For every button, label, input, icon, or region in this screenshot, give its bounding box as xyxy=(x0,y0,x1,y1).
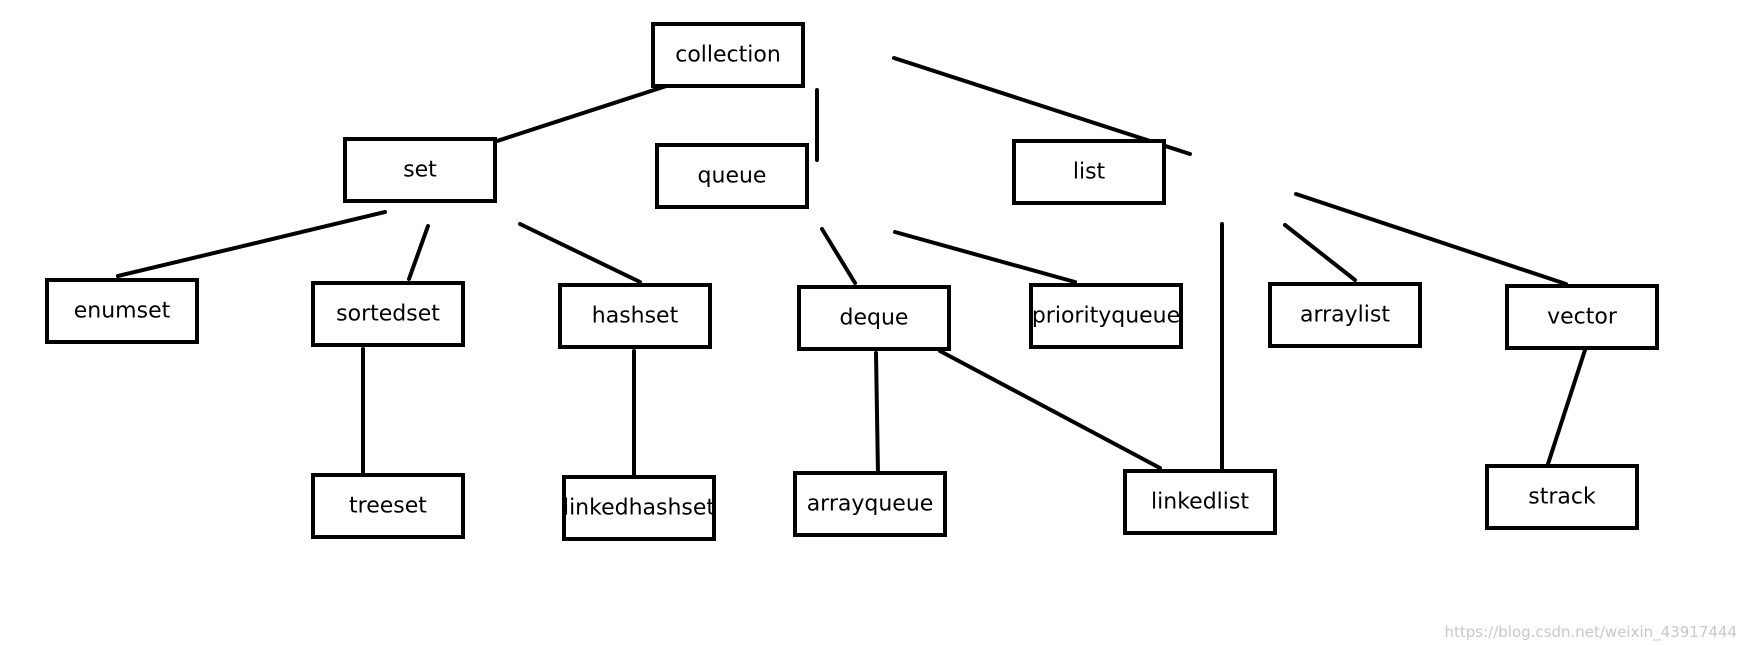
node-collection: collection xyxy=(651,22,805,88)
node-linkedhashset: linkedhashset xyxy=(562,475,716,541)
node-list: list xyxy=(1012,139,1166,205)
node-box-set xyxy=(343,137,497,203)
edge-deque-to-linkedlist xyxy=(938,349,1162,470)
node-label-deque: deque xyxy=(840,306,909,331)
edge-list-to-vector xyxy=(1294,192,1568,286)
node-treeset: treeset xyxy=(311,473,465,539)
node-box-hashset xyxy=(558,283,712,349)
node-label-sortedset: sortedset xyxy=(336,302,440,327)
node-label-hashset: hashset xyxy=(592,304,679,329)
node-label-arrayqueue: arrayqueue xyxy=(807,492,934,517)
node-label-collection: collection xyxy=(675,43,781,68)
node-deque: deque xyxy=(797,285,951,351)
edges-layer xyxy=(116,56,1587,482)
node-queue: queue xyxy=(655,143,809,209)
edge-list-to-arraylist xyxy=(1283,223,1357,282)
node-priorityqueue: priorityqueue xyxy=(1029,283,1183,349)
edge-deque-to-arrayqueue xyxy=(874,351,880,477)
node-hashset: hashset xyxy=(558,283,712,349)
node-label-treeset: treeset xyxy=(349,494,427,519)
node-label-enumset: enumset xyxy=(74,299,171,324)
node-arrayqueue: arrayqueue xyxy=(793,471,947,537)
edge-queue-to-deque xyxy=(820,227,857,285)
node-box-strack xyxy=(1485,464,1639,530)
node-enumset: enumset xyxy=(45,278,199,344)
node-box-sortedset xyxy=(311,281,465,347)
node-sortedset: sortedset xyxy=(311,281,465,347)
node-box-priorityqueue xyxy=(1029,283,1183,349)
node-label-list: list xyxy=(1073,160,1106,185)
edge-queue-to-priorityqueue xyxy=(893,230,1077,284)
node-vector: vector xyxy=(1505,284,1659,350)
node-strack: strack xyxy=(1485,464,1639,530)
node-box-vector xyxy=(1505,284,1659,350)
node-box-arrayqueue xyxy=(793,471,947,537)
node-arraylist: arraylist xyxy=(1268,282,1422,348)
node-label-arraylist: arraylist xyxy=(1300,303,1390,328)
node-label-strack: strack xyxy=(1528,485,1596,510)
node-label-linkedlist: linkedlist xyxy=(1151,490,1249,515)
edge-collection-to-list xyxy=(892,56,1192,156)
edge-set-to-hashset xyxy=(518,222,642,284)
node-linkedlist: linkedlist xyxy=(1123,469,1277,535)
node-box-linkedhashset xyxy=(562,475,716,541)
node-box-collection xyxy=(651,22,805,88)
node-box-deque xyxy=(797,285,951,351)
node-label-set: set xyxy=(403,158,437,183)
node-box-treeset xyxy=(311,473,465,539)
node-box-linkedlist xyxy=(1123,469,1277,535)
node-label-vector: vector xyxy=(1547,305,1618,330)
edge-set-to-sortedset xyxy=(407,224,430,281)
node-set: set xyxy=(343,137,497,203)
node-label-linkedhashset: linkedhashset xyxy=(563,496,715,521)
node-box-arraylist xyxy=(1268,282,1422,348)
node-box-queue xyxy=(655,143,809,209)
edge-vector-to-strack xyxy=(1545,348,1587,469)
node-box-list xyxy=(1012,139,1166,205)
edge-set-to-enumset xyxy=(116,210,387,278)
node-label-queue: queue xyxy=(698,164,767,189)
node-box-enumset xyxy=(45,278,199,344)
node-label-priorityqueue: priorityqueue xyxy=(1032,304,1180,329)
watermark-url: https://blog.csdn.net/weixin_43917444 xyxy=(1444,623,1737,641)
nodes-layer: collection set queue list enumset sortedset ha… xyxy=(45,22,1659,541)
